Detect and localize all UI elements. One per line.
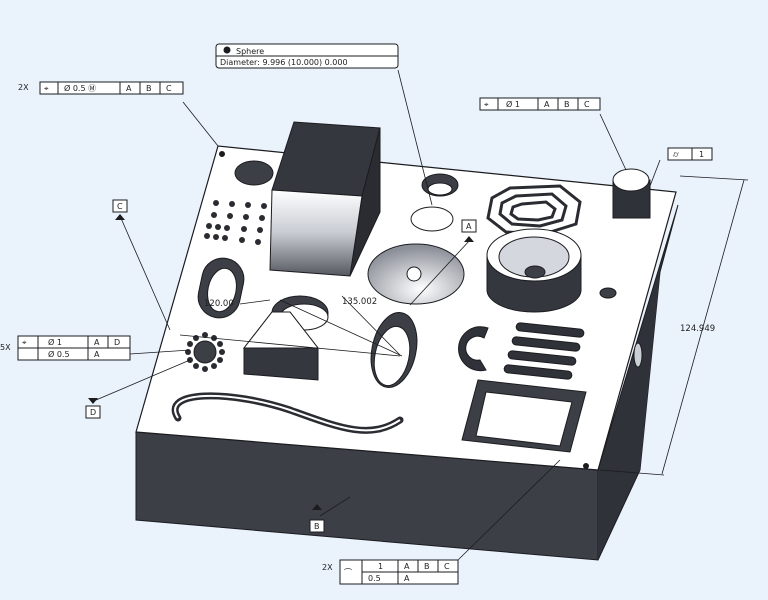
c-groove <box>458 326 489 372</box>
svg-text:⌖: ⌖ <box>484 100 489 109</box>
datum-d: D <box>85 398 101 419</box>
svg-text:A: A <box>404 562 410 571</box>
datum-c: C <box>112 199 128 220</box>
datum-labels[interactable]: A B C D <box>85 199 477 533</box>
svg-text:D: D <box>90 408 96 417</box>
fcf-cylindricity[interactable]: ⌭ 1 <box>667 147 713 161</box>
svg-text:C: C <box>117 202 123 211</box>
svg-text:Ø 0.5 Ⓜ: Ø 0.5 Ⓜ <box>64 83 96 93</box>
small-hole-right <box>599 287 617 299</box>
sphere-callout[interactable]: Sphere Diameter: 9.996 (10.000) 0.000 <box>215 43 399 69</box>
dimension-height[interactable]: 124.949 <box>680 324 715 334</box>
svg-text:A: A <box>94 338 100 347</box>
svg-text:2X: 2X <box>18 83 29 92</box>
hole-top-left <box>234 160 274 186</box>
svg-text:1: 1 <box>699 150 704 159</box>
svg-text:⌖: ⌖ <box>44 84 49 93</box>
svg-text:C: C <box>584 100 590 109</box>
svg-text:B: B <box>424 562 430 571</box>
svg-text:C: C <box>444 562 450 571</box>
fcf-bottom[interactable]: 2X ⌒ 1 A B C 0.5 A <box>322 559 459 585</box>
side-hole <box>633 342 643 368</box>
svg-text:Ø 0.5: Ø 0.5 <box>48 349 70 359</box>
dimension-135[interactable]: 135.002 <box>342 297 377 307</box>
datum-b: B <box>309 504 325 533</box>
svg-text:1: 1 <box>378 562 383 571</box>
raised-block <box>269 121 381 277</box>
svg-text:5X: 5X <box>0 343 11 352</box>
svg-text:B: B <box>564 100 570 109</box>
dimension-120[interactable]: 120.00 <box>204 299 234 309</box>
svg-text:D: D <box>114 338 120 347</box>
sphere-title: Sphere <box>236 47 264 56</box>
square-pocket <box>461 379 587 453</box>
svg-text:Ø 1: Ø 1 <box>48 337 62 347</box>
fcf-left[interactable]: 5X ⌖ Ø 1 A D Ø 0.5 A <box>0 335 131 361</box>
annotation-lines <box>95 69 749 561</box>
svg-text:B: B <box>146 84 152 93</box>
top-features <box>171 121 651 469</box>
counterbore-boss <box>486 228 582 313</box>
svg-text:A: A <box>544 100 550 109</box>
hole-sphere <box>410 206 454 232</box>
datum-a: A <box>461 219 477 242</box>
slot-array <box>503 322 585 380</box>
sphere-diameter: Diameter: 9.996 (10.000) 0.000 <box>220 58 348 67</box>
svg-text:⌒: ⌒ <box>344 568 352 577</box>
fcf-top-left[interactable]: 2X ⌖ Ø 0.5 Ⓜ A B C <box>18 81 184 95</box>
svg-text:A: A <box>466 222 472 231</box>
svg-text:A: A <box>404 574 410 583</box>
svg-text:B: B <box>314 522 320 531</box>
right-face-lower <box>598 272 660 560</box>
svg-text:2X: 2X <box>322 563 333 572</box>
svg-text:⌖: ⌖ <box>22 338 27 347</box>
svg-text:Ø 1: Ø 1 <box>506 99 520 109</box>
svg-text:A: A <box>126 84 132 93</box>
svg-text:⌭: ⌭ <box>673 150 679 159</box>
corner-dot <box>219 151 225 157</box>
svg-text:A: A <box>94 350 100 359</box>
cylinder-boss <box>612 168 651 219</box>
svg-text:0.5: 0.5 <box>368 574 381 583</box>
dot-array <box>204 200 267 245</box>
fcf-top-right[interactable]: ⌖ Ø 1 A B C <box>479 97 601 111</box>
sphere-icon <box>223 46 231 54</box>
svg-text:C: C <box>166 84 172 93</box>
